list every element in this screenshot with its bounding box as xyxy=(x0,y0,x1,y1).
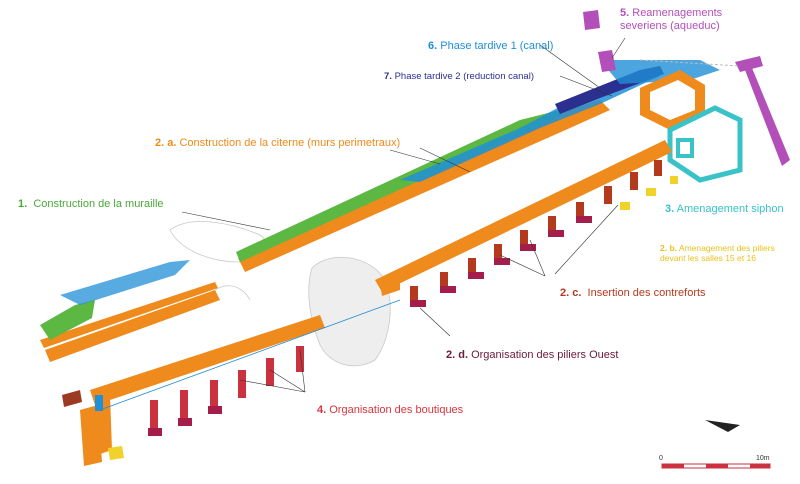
hexagon-room xyxy=(640,70,705,130)
label-piliers-15-16: 2. b. Amenagement des piliers devant les… xyxy=(660,243,775,263)
label-citerne: 2. a. Construction de la citerne (murs p… xyxy=(155,137,401,149)
label-muraille: 1. Construction de la muraille xyxy=(18,198,164,210)
piliers-15-16 xyxy=(620,176,678,210)
scale-end-label: 10m xyxy=(756,455,770,462)
aqueduct xyxy=(583,10,790,166)
boutiques xyxy=(150,346,304,430)
canal-line xyxy=(99,299,401,411)
piliers-ouest xyxy=(410,216,592,307)
north-arrow-icon xyxy=(705,420,740,432)
label-piliers-ouest: 2. d. Organisation des piliers Ouest xyxy=(446,349,619,361)
leader-lines xyxy=(181,37,626,393)
label-canal2: 7. Phase tardive 2 (reduction canal) xyxy=(384,71,534,82)
contreforts xyxy=(410,160,662,304)
boutiques-bases xyxy=(148,406,222,436)
label-boutiques: 4. Organisation des boutiques xyxy=(317,404,464,416)
scale-bar xyxy=(661,463,771,469)
label-severiens: 5. Reamenagements severiens (aqueduc) xyxy=(620,7,723,32)
siphon xyxy=(667,105,743,183)
scale-start-label: 0 xyxy=(659,455,663,462)
west-end xyxy=(40,260,190,460)
label-contreforts: 2. c. Insertion des contreforts xyxy=(560,287,706,299)
label-siphon: 3. Amenagement siphon xyxy=(665,203,784,215)
citerne-south-wall xyxy=(40,140,672,466)
label-canal1: 6. Phase tardive 1 (canal) xyxy=(428,40,554,52)
